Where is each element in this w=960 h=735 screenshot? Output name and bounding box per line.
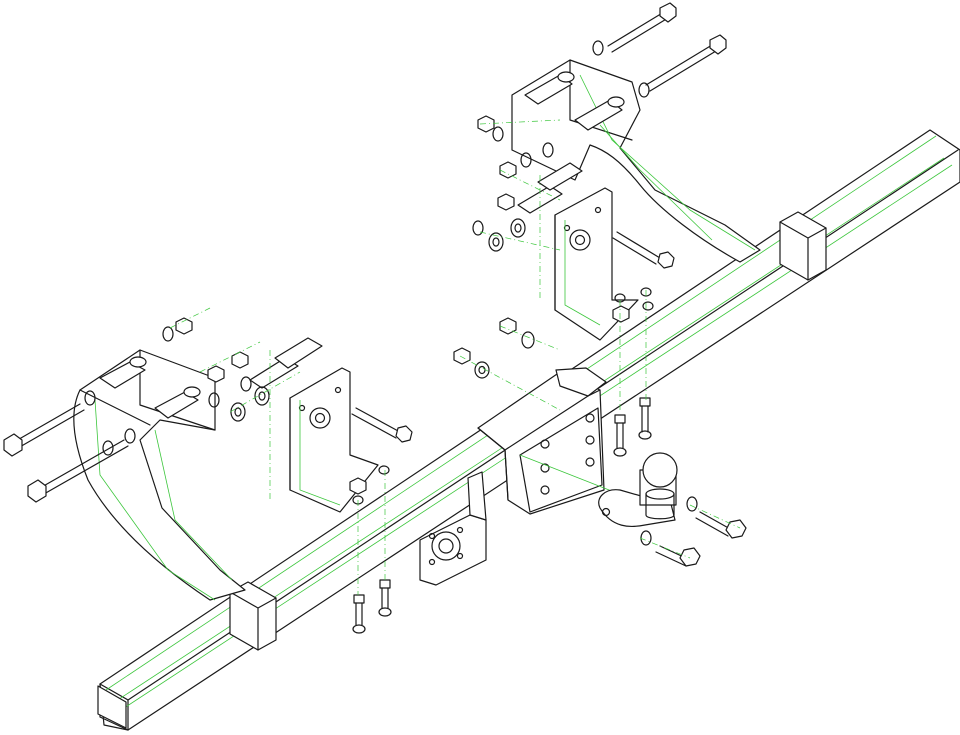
left-rear-bracket xyxy=(73,349,246,601)
socket-bracket xyxy=(419,471,487,586)
left-bar-sleeve xyxy=(229,581,277,651)
mount-plate-holes xyxy=(540,413,595,495)
right-bar-sleeve xyxy=(779,211,827,281)
assembly-axes xyxy=(169,119,741,595)
hex-bolts xyxy=(3,2,747,626)
left-front-bracket xyxy=(249,337,379,513)
washers xyxy=(84,40,698,634)
right-rear-bracket xyxy=(511,59,761,263)
tow-ball-neck xyxy=(598,452,678,528)
